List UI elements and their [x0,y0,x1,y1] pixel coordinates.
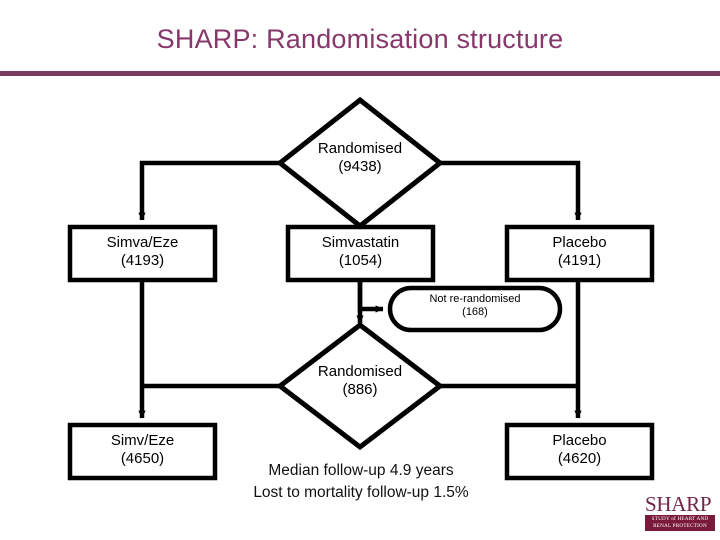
sharp-logo-banner-line1: STUDY of HEART AND [651,516,709,522]
followup-note-line2: Lost to mortality follow-up 1.5% [253,484,469,501]
edge-simvastatin-to-not-rerandomised [357,280,384,313]
node-not-rerandomised[interactable] [387,285,563,333]
sharp-logo: SHARP STUDY of HEART AND RENAL PROTECTIO… [645,492,715,534]
node-randomised-top[interactable] [275,96,445,230]
node-placebo-top[interactable] [504,224,655,283]
edge-randomised-to-placebo [440,160,582,221]
node-simva-eze-top[interactable] [67,224,218,283]
page-title: SHARP: Randomisation structure [156,24,564,54]
node-simvastatin[interactable] [285,224,436,283]
node-randomised-second[interactable] [275,321,445,451]
followup-note-line1: Median follow-up 4.9 years [268,462,454,479]
sharp-logo-banner-line2: RENAL PROTECTION [653,522,707,529]
edge-randomised-to-simva-eze [138,160,280,221]
sharp-logo-wordmark: SHARP [645,492,712,516]
sharp-logo-banner: STUDY of HEART AND RENAL PROTECTION [645,515,715,532]
node-simv-eze-bottom[interactable] [67,422,218,481]
node-placebo-bottom[interactable] [504,422,655,481]
followup-note: Median follow-up 4.9 years Lost to morta… [206,460,516,504]
title-divider [0,71,720,76]
